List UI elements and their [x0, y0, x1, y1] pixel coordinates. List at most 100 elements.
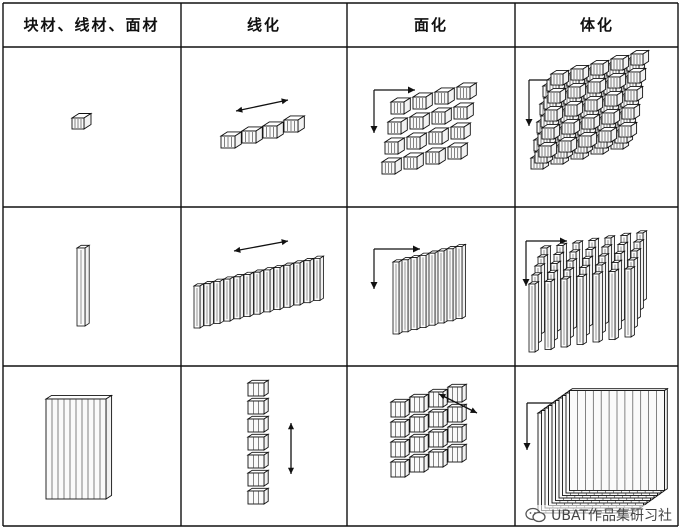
plane-side — [404, 438, 410, 458]
row2-vol-arrow-v-head — [522, 279, 530, 286]
plane-top — [44, 394, 114, 400]
row3-plane-volume — [523, 387, 669, 514]
row2-line-arrow — [233, 240, 289, 252]
row2-plane-arrow-h-head — [413, 245, 420, 253]
plane-front — [390, 441, 406, 458]
bar-side — [249, 271, 254, 318]
row1-line-arrow-head-1 — [236, 106, 243, 113]
bar-side — [566, 276, 571, 348]
row2-vol-arrow-h-head — [560, 237, 567, 245]
header-block-line-plane: 块材、线材、面材 — [23, 15, 160, 34]
plane-front — [247, 472, 265, 487]
row3-line-arrow-head-1 — [287, 423, 295, 430]
row1-vol-arrow-v-head — [525, 119, 533, 126]
watermark: UBAT作品集研习社 — [523, 505, 674, 525]
bar-side — [461, 243, 466, 320]
row1-plane-arrow-v-head — [370, 126, 378, 133]
row1-block-volume — [525, 49, 651, 170]
plane-front — [447, 446, 463, 463]
bar-side — [229, 276, 234, 322]
plane-side — [404, 458, 410, 478]
plane-side — [442, 448, 448, 468]
plane-front — [247, 400, 265, 415]
bar-side — [550, 278, 555, 351]
bar-side — [598, 271, 603, 343]
plane-front — [447, 406, 463, 423]
plane-side — [442, 428, 448, 448]
row1-block-line — [219, 98, 306, 149]
bar-side — [259, 269, 264, 315]
plane-side — [263, 415, 269, 433]
plane-side — [461, 383, 467, 403]
bar-side — [319, 255, 324, 302]
plane-side — [461, 443, 467, 463]
plane-front — [409, 436, 425, 453]
plane-side — [442, 408, 448, 428]
row2-bar-line — [192, 239, 325, 329]
bar-side — [219, 278, 224, 325]
plane-side — [423, 453, 429, 473]
bar-side — [534, 281, 539, 353]
plane-front — [409, 396, 425, 413]
row2-line-arrow-head-1 — [234, 246, 241, 253]
plane-front — [390, 421, 406, 438]
plane-front — [409, 416, 425, 433]
row2-bar-volume — [522, 230, 648, 353]
header-linearization: 线化 — [246, 15, 281, 34]
plane-front — [428, 391, 444, 408]
plane-front — [428, 411, 444, 428]
plane-front — [428, 451, 444, 468]
bar-side — [582, 273, 587, 346]
plane-side — [423, 393, 429, 413]
plane-side — [263, 379, 269, 397]
watermark-text: UBAT作品集研习社 — [551, 508, 672, 524]
bar-side — [289, 262, 294, 309]
bar-side — [199, 283, 204, 329]
plane-front — [247, 436, 265, 451]
row1-line-arrow-head-0 — [281, 98, 288, 105]
plane-side — [404, 418, 410, 438]
row2-bar-plane — [370, 243, 467, 335]
plane-side — [423, 413, 429, 433]
plane-front — [447, 426, 463, 443]
wechat-icon — [525, 507, 546, 523]
plane-front — [247, 418, 265, 433]
bar-side — [309, 257, 314, 304]
plane-side — [404, 398, 410, 418]
bar-side — [269, 266, 274, 313]
plane-side — [263, 487, 269, 505]
row3-plane-arrow-head-1 — [439, 394, 446, 400]
plane-side — [263, 433, 269, 451]
row3-plane-arrow-head-0 — [470, 407, 477, 413]
plane-side — [105, 394, 113, 500]
plane-front — [390, 461, 406, 478]
bar-side — [209, 280, 214, 327]
plane-side — [263, 397, 269, 415]
row3-plane-line — [246, 379, 295, 505]
plane-side — [423, 433, 429, 453]
row3-line-arrow-head-0 — [287, 467, 295, 474]
bar-side — [279, 264, 284, 311]
plane-side — [263, 469, 269, 487]
plane-front — [390, 401, 406, 418]
row1-single-block — [70, 112, 93, 130]
row1-line-arrow — [235, 99, 289, 112]
row1-plane-arrow-h-head — [408, 86, 415, 94]
row1-block-plane — [370, 82, 478, 175]
bar-side — [239, 273, 244, 320]
plane-front — [247, 490, 265, 505]
row2-single-bar — [75, 244, 91, 327]
plane-front — [409, 456, 425, 473]
header-planarization: 面化 — [413, 15, 448, 34]
row3-vol-arrow-v-head — [523, 443, 531, 450]
row3-plane-arrow — [438, 393, 478, 414]
bar-side — [84, 244, 90, 327]
bar-side — [299, 260, 304, 306]
header-volumization: 体化 — [579, 15, 614, 34]
row2-plane-arrow-v-head — [370, 282, 378, 289]
plane-side — [263, 451, 269, 469]
bar-side — [614, 268, 619, 341]
row3-single-plane — [44, 394, 114, 500]
